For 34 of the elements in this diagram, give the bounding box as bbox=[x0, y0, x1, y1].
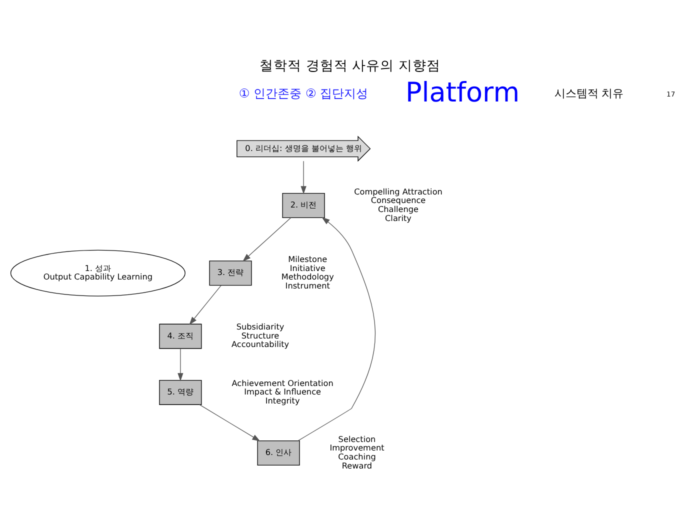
arrow bbox=[242, 217, 292, 262]
arrow bbox=[189, 285, 222, 325]
arrow bbox=[300, 160, 306, 194]
node-label: Coaching bbox=[338, 451, 376, 462]
node-label: Methodology bbox=[281, 272, 334, 282]
node-label: Reward bbox=[342, 460, 372, 470]
node-label: Achievement Orientation bbox=[232, 378, 334, 388]
node-box: 4. 조직 bbox=[159, 324, 202, 349]
arrow bbox=[298, 217, 376, 442]
node-label: Selection bbox=[338, 434, 376, 444]
node-label: Milestone bbox=[288, 254, 328, 264]
node-box: 5. 역량 bbox=[159, 380, 202, 405]
node-box: 2. 비전 bbox=[282, 193, 325, 218]
node-label: Consequence bbox=[370, 195, 426, 206]
node-ellipse: 1. 성과 Output Capability Learning bbox=[10, 250, 186, 296]
node-label: Subsidiarity bbox=[236, 322, 284, 332]
label: Platform bbox=[405, 77, 520, 108]
node-box: 6. 인사 bbox=[257, 440, 300, 466]
node-label: Challenge bbox=[378, 204, 419, 214]
node-label: Instrument bbox=[285, 280, 330, 290]
node-label: Structure bbox=[241, 330, 280, 340]
node-label: Initiative bbox=[290, 262, 326, 273]
label: 시스템적 치유 bbox=[554, 87, 624, 100]
node-label: Improvement bbox=[330, 442, 384, 453]
arrow bbox=[178, 348, 184, 382]
node-label: Clarity bbox=[385, 212, 412, 223]
node-label: Compelling Attraction bbox=[354, 186, 442, 196]
arrow bbox=[199, 404, 260, 442]
node-label: Integrity bbox=[265, 395, 300, 406]
node-label: Impact & Influence bbox=[244, 386, 322, 397]
label: ① 인간존중 ② 집단지성 bbox=[238, 86, 368, 101]
diagram-title: 철학적 경험적 사유의 지향점 bbox=[260, 58, 440, 74]
node-box: 3. 전략 bbox=[209, 260, 252, 286]
node-label: Accountability bbox=[231, 339, 290, 350]
